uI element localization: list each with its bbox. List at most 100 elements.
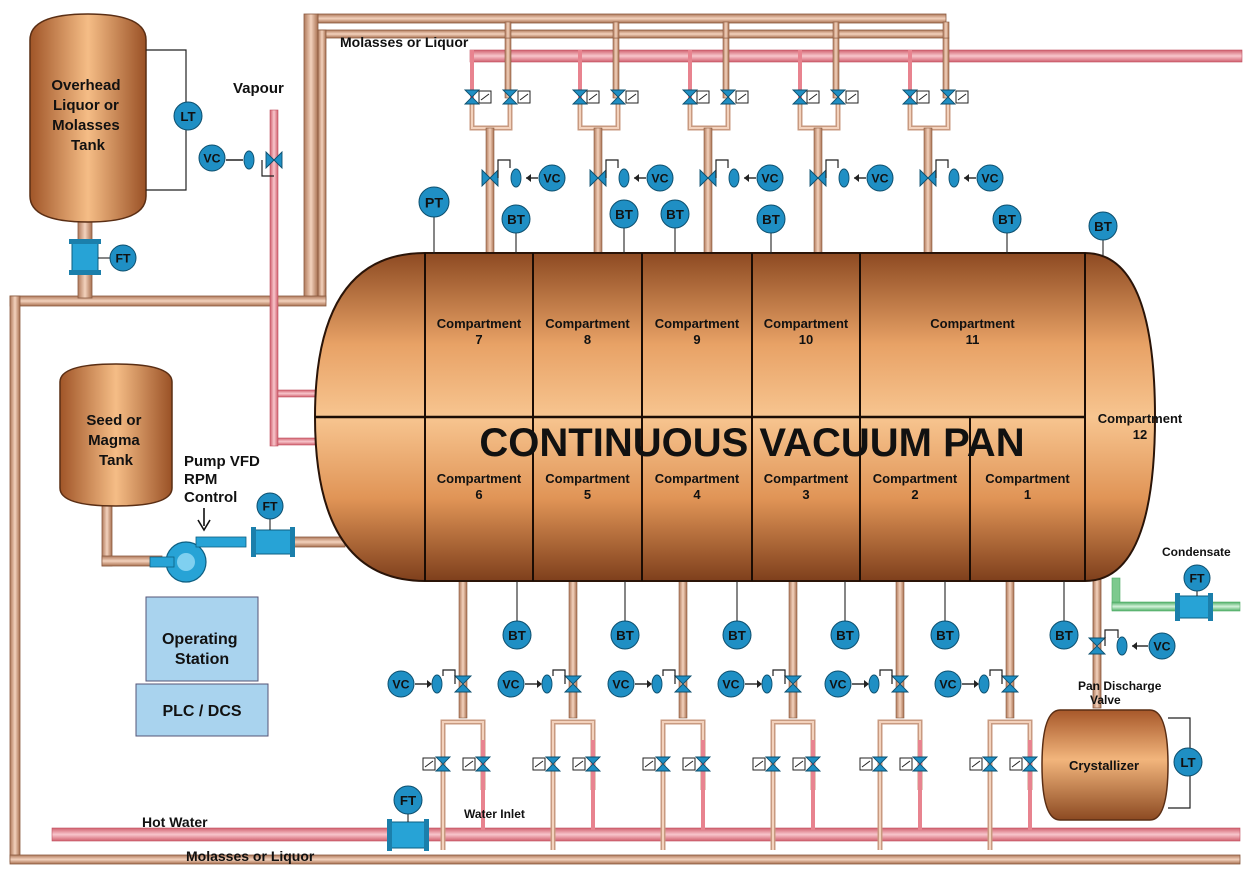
top-bt-5: BT xyxy=(992,204,1022,234)
bottom-feed-2-solenoid-a xyxy=(532,757,546,771)
bottom-feed-1-valve-a xyxy=(434,756,452,772)
top-feed-5-solenoid-b xyxy=(955,90,969,104)
crystallizer-lt: LT xyxy=(1173,747,1203,777)
molasses-top-label: Molasses or Liquor xyxy=(340,34,469,50)
control-system: Operating Station PLC / DCS xyxy=(135,596,269,737)
top-feed-4-valve-a xyxy=(791,89,809,105)
top-feed-5-vc: VC xyxy=(976,164,1004,192)
overhead-tank-label-1: Overhead xyxy=(51,77,120,94)
bottom-bt-5: BT xyxy=(930,620,960,650)
bottom-feed-6-solenoid-b xyxy=(1009,757,1023,771)
top-feed-3-valve-a xyxy=(681,89,699,105)
top-feed-3-solenoid-b xyxy=(735,90,749,104)
svg-text:Overhead Liquor or: Overhead Liquor or Molasses Tank xyxy=(51,77,124,154)
seed-tank-label-3: Tank xyxy=(99,452,134,469)
top-feed-2-valve-a xyxy=(571,89,589,105)
pan-pt: PT xyxy=(418,186,450,218)
top-bt-3: BT xyxy=(660,199,690,229)
bottom-feed-5-vc-tag: VC xyxy=(829,678,846,692)
hot-water-ft-tag: FT xyxy=(400,793,416,808)
top-feed-4-valve-b xyxy=(829,89,847,105)
pan-discharge-valve xyxy=(1087,637,1107,655)
bottom-feed-4-control-valve xyxy=(783,675,803,693)
bottom-feed-2-control-valve xyxy=(563,675,583,693)
pan-discharge-label-1: Pan Discharge xyxy=(1078,679,1162,693)
bottom-bt-3: BT xyxy=(722,620,752,650)
bottom-feed-5-control-valve xyxy=(890,675,910,693)
bottom-bt-2-tag: BT xyxy=(616,628,634,643)
bottom-feed-1-vc-tag: VC xyxy=(392,678,409,692)
hot-water-ft: FT xyxy=(393,785,423,815)
top-feed-5-actuator xyxy=(948,168,960,188)
hot-water-label: Hot Water xyxy=(142,814,208,830)
top-feed-1-valve-a xyxy=(463,89,481,105)
top-feed-1-vc-tag: VC xyxy=(543,172,560,186)
bottom-feed-6-actuator xyxy=(978,674,990,694)
condensate-label: Condensate xyxy=(1162,545,1231,559)
bottom-feed-2-valve-b xyxy=(584,756,602,772)
bottom-feed-4-valve-b xyxy=(804,756,822,772)
seed-flow-meter xyxy=(251,527,295,557)
bottom-feed-2-actuator xyxy=(541,674,553,694)
top-feed-5-valve-b xyxy=(939,89,957,105)
bottom-feed-1-valve-b xyxy=(474,756,492,772)
hot-water-flow-meter xyxy=(387,819,429,851)
top-feed-4-solenoid-a xyxy=(806,90,820,104)
overhead-ft: FT xyxy=(109,244,137,272)
crystallizer-lt-tag: LT xyxy=(1180,755,1195,770)
bottom-bt-2: BT xyxy=(610,620,640,650)
bottom-feed-3-valve-b xyxy=(694,756,712,772)
pump-control-label-3: Control xyxy=(184,489,237,506)
top-bt-3-tag: BT xyxy=(666,207,684,222)
bottom-feed-4-valve-a xyxy=(764,756,782,772)
bottom-feed-5-valve-b xyxy=(911,756,929,772)
bottom-feed-5-solenoid-a xyxy=(859,757,873,771)
bottom-feed-3-solenoid-b xyxy=(682,757,696,771)
bottom-feed-1-actuator xyxy=(431,674,443,694)
bottom-bt-3-tag: BT xyxy=(728,628,746,643)
seed-tank-label-1: Seed or xyxy=(86,412,141,429)
svg-text:Operating Station: Operating Station xyxy=(162,631,242,668)
bottom-feed-6-solenoid-a xyxy=(969,757,983,771)
bottom-bt-5-tag: BT xyxy=(936,628,954,643)
svg-text:Pan Discharge Valve: Pan Discharge Valve xyxy=(1078,679,1165,707)
bottom-feed-3-vc: VC xyxy=(607,670,635,698)
top-feed-1-vc: VC xyxy=(538,164,566,192)
seed-ft-tag: FT xyxy=(262,500,278,514)
bottom-feed-1-control-valve xyxy=(453,675,473,693)
bottom-feed-1-solenoid-a xyxy=(422,757,436,771)
bottom-feed-1-vc: VC xyxy=(387,670,415,698)
top-feed-1-solenoid-b xyxy=(517,90,531,104)
overhead-tank-lt: LT xyxy=(173,101,203,131)
top-feed-5-vc-tag: VC xyxy=(981,172,998,186)
pump-control-label-1: Pump VFD xyxy=(184,453,260,470)
bottom-feed-5-valve-a xyxy=(871,756,889,772)
bottom-feed-6-vc: VC xyxy=(934,670,962,698)
svg-text:Seed or Magma Tank: Seed or Magma Tank xyxy=(86,412,145,469)
crystallizer-label: Crystallizer xyxy=(1069,758,1139,773)
top-bt-1-tag: BT xyxy=(507,212,525,227)
feed-pump xyxy=(149,536,247,583)
top-feed-1-solenoid-a xyxy=(478,90,492,104)
overhead-tank-label-2: Liquor or xyxy=(53,97,119,114)
vapour-valve xyxy=(265,150,283,170)
bottom-bt-6: BT xyxy=(1049,620,1079,650)
pan-title: CONTINUOUS VACUUM PAN xyxy=(479,421,1024,465)
top-feed-3-vc: VC xyxy=(756,164,784,192)
bottom-bt-1-tag: BT xyxy=(508,628,526,643)
pan-compartment-dividers xyxy=(532,253,971,581)
overhead-tank: Overhead Liquor or Molasses Tank xyxy=(29,13,187,223)
discharge-actuator xyxy=(1116,636,1128,656)
bottom-feed-5-solenoid-b xyxy=(899,757,913,771)
vapour-vc: VC xyxy=(198,144,226,172)
bottom-feed-valve-groups xyxy=(440,580,1033,850)
bottom-feed-2-solenoid-b xyxy=(572,757,586,771)
